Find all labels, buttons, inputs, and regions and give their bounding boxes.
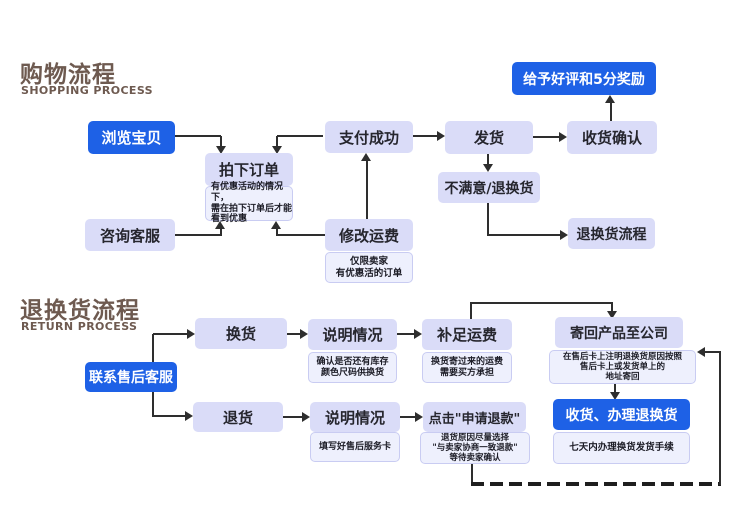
arrowhead-right-icon [300, 329, 308, 339]
connector-freight-to-note [276, 228, 278, 236]
note-modify-freight: 仅限卖家 有优惠活的订单 [325, 252, 413, 283]
connector-return-to-explain [283, 416, 303, 418]
connector-freight-to-sendback [611, 303, 613, 312]
connector-refund-to-sendback [719, 352, 721, 485]
note-supplement-freight: 换货寄过来的运费 需要买方承担 [422, 352, 512, 383]
connector-consult-to-note [175, 234, 221, 236]
connector-refund-to-sendback [471, 464, 473, 485]
arrowhead-right-icon [415, 412, 423, 422]
arrowhead-right-icon [185, 411, 193, 421]
arrowhead-up-icon [215, 221, 225, 229]
connector-exchange-to-explain [287, 333, 301, 335]
connector-contact-to-return [153, 415, 187, 417]
arrowhead-right-icon [560, 230, 568, 240]
connector-freight-to-sendback [470, 303, 472, 320]
node-confirm-receipt: 收货确认 [567, 121, 657, 154]
shopping-process-subtitle: SHOPPING PROCESS [21, 84, 153, 97]
node-contact-after-sales: 联系售后客服 [85, 362, 177, 392]
connector-ship-to-unsatisfied [487, 154, 489, 165]
arrowhead-up-icon [271, 221, 281, 229]
arrowhead-down-icon [610, 392, 620, 400]
note-click-refund: 退货原因尽量选择 "与卖家协商一致退款" 等待卖家确认 [420, 432, 530, 464]
node-place-order: 拍下订单 [205, 153, 293, 186]
connector-receipt-to-praise [610, 102, 612, 122]
note-receive-handle: 七天内办理换货发货手续 [553, 432, 690, 464]
arrowhead-right-icon [187, 329, 195, 339]
arrowhead-right-icon [302, 412, 310, 422]
node-modify-freight: 修改运费 [325, 219, 413, 251]
node-good-review-reward: 给予好评和5分奖励 [512, 62, 656, 95]
arrowhead-up-icon [361, 153, 371, 161]
note-explain-return: 填写好售后服务卡 [310, 432, 400, 462]
arrowhead-up-icon [605, 95, 615, 103]
arrowhead-left-icon [697, 347, 705, 357]
arrowhead-down-icon [272, 146, 282, 154]
arrowhead-down-icon [216, 146, 226, 154]
return-process-subtitle: RETURN PROCESS [21, 320, 138, 333]
connector-pay-to-order [277, 135, 323, 137]
node-return-goods: 退货 [193, 402, 283, 432]
connector-freight-to-note [277, 234, 325, 236]
note-send-back: 在售后卡上注明退换货原因按照 售后卡上或发货单上的 地址寄回 [549, 350, 696, 384]
node-receive-handle: 收货、办理退换货 [553, 399, 690, 430]
connector-refund-to-sendback [704, 351, 721, 353]
connector-consult-to-note [220, 228, 222, 236]
node-send-back: 寄回产品至公司 [555, 317, 683, 348]
note-explain-exchange: 确认是否还有库存 颜色尺码供换货 [308, 352, 397, 383]
connector-unsatisfied-to-returnflow [487, 203, 489, 236]
connector-browse-to-order [175, 135, 221, 137]
node-ship: 发货 [445, 121, 533, 154]
connector-explain-to-refund [400, 416, 416, 418]
arrowhead-down-icon [483, 164, 493, 172]
shopping-process-title: 购物流程 [20, 62, 116, 88]
arrowhead-right-icon [414, 329, 422, 339]
note-place-order: 有优惠活动的情况下， 需在拍下订单后才能 看到优惠 [205, 182, 293, 224]
connector-explain-to-freight [397, 333, 415, 335]
connector-freight-to-sendback [470, 302, 613, 304]
node-return-flow-link: 退换货流程 [568, 218, 655, 249]
connector-freight-to-pay [366, 160, 368, 220]
node-explain-exchange: 说明情况 [308, 319, 397, 350]
connector-pay-to-ship [413, 135, 438, 137]
connector-contact-to-exchange [153, 333, 189, 335]
node-explain-return: 说明情况 [310, 402, 400, 432]
connector-pay-to-order [276, 136, 278, 147]
node-supplement-freight: 补足运费 [422, 319, 512, 350]
connector-ship-to-receipt [533, 136, 560, 138]
arrowhead-down-icon [607, 311, 617, 319]
node-unsatisfied-return: 不满意/退换货 [438, 172, 540, 203]
node-click-refund: 点击"申请退款" [423, 402, 526, 432]
arrowhead-right-icon [437, 131, 445, 141]
connector-sendback-to-receive [614, 384, 616, 393]
node-pay-success: 支付成功 [325, 121, 413, 153]
connector-refund-to-sendback-bottom [471, 482, 721, 486]
connector-browse-to-order [220, 136, 222, 147]
node-browse-items: 浏览宝贝 [88, 121, 175, 154]
node-exchange: 换货 [195, 318, 287, 349]
arrowhead-right-icon [559, 132, 567, 142]
node-consult-service: 咨询客服 [85, 219, 175, 251]
connector-unsatisfied-to-returnflow [487, 234, 561, 236]
return-process-title: 退换货流程 [20, 298, 140, 324]
